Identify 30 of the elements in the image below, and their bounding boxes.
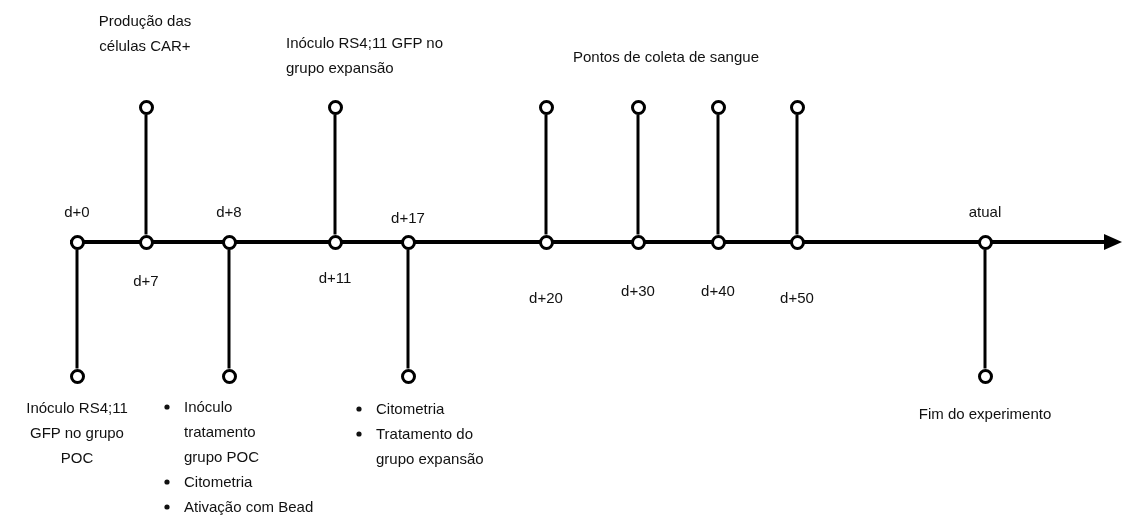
date-label: d+0 [63,202,91,222]
connector-line [983,249,987,369]
list-item: Ativação com Bead [184,497,314,517]
connector-line [636,114,640,235]
date-label: atual [967,202,1003,222]
date-label: d+20 [528,288,564,308]
connector-line [75,249,79,369]
date-label: d+8 [215,202,243,222]
list-item: Citometria [184,472,254,492]
event-label: Inóculo RS4;11 GFP no grupo POC [25,398,129,468]
date-label: d+17 [390,208,426,228]
list-item: Tratamento do grupo expansão [376,424,485,469]
event-label: Fim do experimento [917,404,1053,424]
date-label: d+40 [700,281,736,301]
list-item: Inóculo tratamento grupo POC [184,397,261,467]
list-item: Citometria [376,399,446,419]
connector-line [716,114,720,235]
connector-line [544,114,548,235]
connector-line [406,249,410,369]
connector-line [144,114,148,235]
date-label: d+50 [779,288,815,308]
event-label: Produção das células CAR+ [97,11,193,56]
event-label: Inóculo RS4;11 GFP no grupo expansão [286,33,445,78]
date-label: d+11 [317,268,353,288]
group-label: Pontos de coleta de sangue [572,47,760,67]
date-label: d+7 [132,271,160,291]
connector-line [333,114,337,235]
date-label: d+30 [620,281,656,301]
connector-line [795,114,799,235]
connector-line [227,249,231,369]
